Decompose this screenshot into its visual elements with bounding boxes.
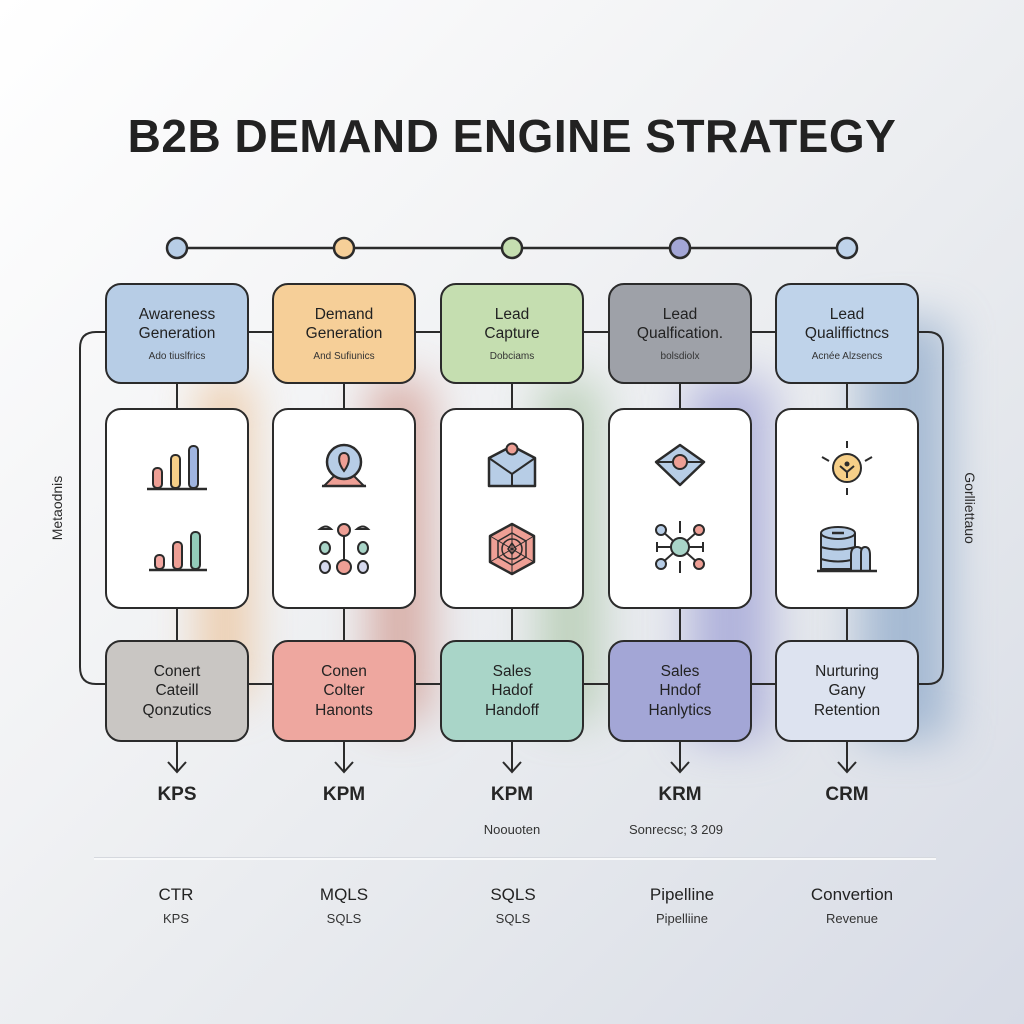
- outcome-card-1[interactable]: Conert Cateill Qonzutics: [105, 640, 249, 742]
- stage-title: Capture: [484, 325, 540, 342]
- outcome-text: Handoff: [484, 701, 539, 719]
- outcome-card-4[interactable]: Sales Hndof Hanlytics: [608, 640, 752, 742]
- kpi-label: KPS: [157, 784, 197, 805]
- stage-card-awareness[interactable]: Awareness Generation Ado tiuslfrics: [105, 283, 249, 384]
- timeline-node: [835, 236, 859, 260]
- stage-subtitle: Ado tiuslfrics: [148, 351, 206, 362]
- metric-secondary: SQLS: [326, 911, 362, 926]
- metric-secondary: KPS: [162, 911, 189, 926]
- page-title: B2B DEMAND ENGINE STRATEGY: [127, 109, 897, 162]
- outcome-text: Hndof: [659, 682, 701, 700]
- down-arrow-head-icon: [334, 761, 354, 774]
- kpi-note: Sonrecsc; 3 209: [629, 822, 723, 837]
- stage-subtitle: Dobciams: [489, 351, 535, 362]
- kpi-note: Noouoten: [483, 822, 541, 837]
- metric-secondary: Revenue: [825, 911, 879, 926]
- stage-card-demand-generation[interactable]: Demand Generation And Sufiunics: [272, 283, 416, 384]
- outcome-text: Conen: [321, 662, 367, 680]
- metric-primary: SQLS: [490, 885, 536, 904]
- stage-title: Lead: [829, 306, 865, 323]
- timeline-node: [668, 236, 692, 260]
- kpi-label: CRM: [825, 784, 869, 805]
- down-arrow-head-icon: [670, 761, 690, 774]
- section-divider: [94, 857, 936, 860]
- stage-title: Lead: [662, 306, 698, 323]
- outcome-text: Hadof: [491, 682, 533, 700]
- icon-card-lead-qualification: [608, 408, 752, 609]
- outcome-text: Colter: [323, 682, 365, 700]
- metric-primary: Convertion: [810, 885, 894, 904]
- stage-title: Qualiffictncs: [804, 325, 890, 342]
- kpi-label: KRM: [658, 784, 702, 805]
- metric-primary: Pipelline: [649, 885, 715, 904]
- diamond-tag-icon: [654, 443, 706, 486]
- stage-subtitle: bolsdiolx: [660, 351, 700, 362]
- outcome-card-3[interactable]: Sales Hadof Handoff: [440, 640, 584, 742]
- outcome-text: Sales: [660, 662, 700, 680]
- icon-card-awareness: [105, 408, 249, 609]
- sun-person-icon: [821, 440, 873, 495]
- down-arrow-head-icon: [837, 761, 857, 774]
- stage-title: Lead: [494, 306, 530, 323]
- metric-2: MQLS SQLS: [264, 885, 424, 926]
- stage-title: Awareness: [138, 306, 216, 323]
- kpi-label: KPM: [490, 784, 534, 805]
- webcam-icon: [321, 444, 367, 488]
- outcome-text: Cateill: [155, 682, 199, 700]
- outcome-text: Gany: [828, 682, 866, 700]
- bar-chart-icon: [147, 445, 207, 491]
- timeline-node: [500, 236, 524, 260]
- metric-primary: CTR: [158, 885, 194, 904]
- icon-card-lead-capture: [440, 408, 584, 609]
- envelope-icon: [487, 442, 537, 488]
- down-arrow-head-icon: [502, 761, 522, 774]
- stage-card-lead-capture[interactable]: Lead Capture Dobciams: [440, 283, 584, 384]
- network-hub-icon: [655, 521, 705, 574]
- outcome-text: Hanlytics: [648, 701, 712, 719]
- outcome-card-5[interactable]: Nurturing Gany Retention: [775, 640, 919, 742]
- outcome-text: Sales: [492, 662, 532, 680]
- metric-secondary: SQLS: [495, 911, 531, 926]
- stage-subtitle: And Sufiunics: [313, 351, 375, 362]
- node-grid-icon: [317, 522, 371, 575]
- icon-card-nurturing: [775, 408, 919, 609]
- database-icon: [817, 526, 877, 573]
- timeline-node: [332, 236, 356, 260]
- metric-3: SQLS SQLS: [433, 885, 593, 926]
- stage-subtitle: Acnée Alzsencs: [811, 351, 883, 362]
- timeline-node: [165, 236, 189, 260]
- stage-title: Generation: [305, 325, 383, 342]
- metric-4: Pipelline Pipelliine: [602, 885, 762, 926]
- outcome-text: Retention: [813, 701, 881, 719]
- right-frame-bracket: [919, 331, 944, 685]
- metric-primary: MQLS: [319, 885, 369, 904]
- left-frame-bracket: [79, 331, 105, 685]
- stage-title: Generation: [138, 325, 216, 342]
- icon-card-demand-generation: [272, 408, 416, 609]
- metric-secondary: Pipelliine: [655, 911, 709, 926]
- outcome-text: Nurturing: [815, 662, 879, 680]
- metric-5: Convertion Revenue: [772, 885, 932, 926]
- bar-chart-icon: [149, 530, 207, 571]
- metric-1: CTR KPS: [96, 885, 256, 926]
- outcome-text: Qonzutics: [142, 701, 212, 719]
- stage-card-lead-qualifictics[interactable]: Lead Qualiffictncs Acnée Alzsencs: [775, 283, 919, 384]
- stage-card-lead-qualification[interactable]: Lead Qualfication. bolsdiolx: [608, 283, 752, 384]
- outcome-text: Hanonts: [315, 701, 373, 719]
- stage-title: Demand: [314, 306, 374, 323]
- outcome-text: Conert: [153, 662, 201, 680]
- hexagon-target-icon: [488, 522, 536, 575]
- down-arrow-head-icon: [167, 761, 187, 774]
- kpi-label: KPM: [322, 784, 366, 805]
- stage-title: Qualfication.: [636, 325, 724, 342]
- outcome-card-2[interactable]: Conen Colter Hanonts: [272, 640, 416, 742]
